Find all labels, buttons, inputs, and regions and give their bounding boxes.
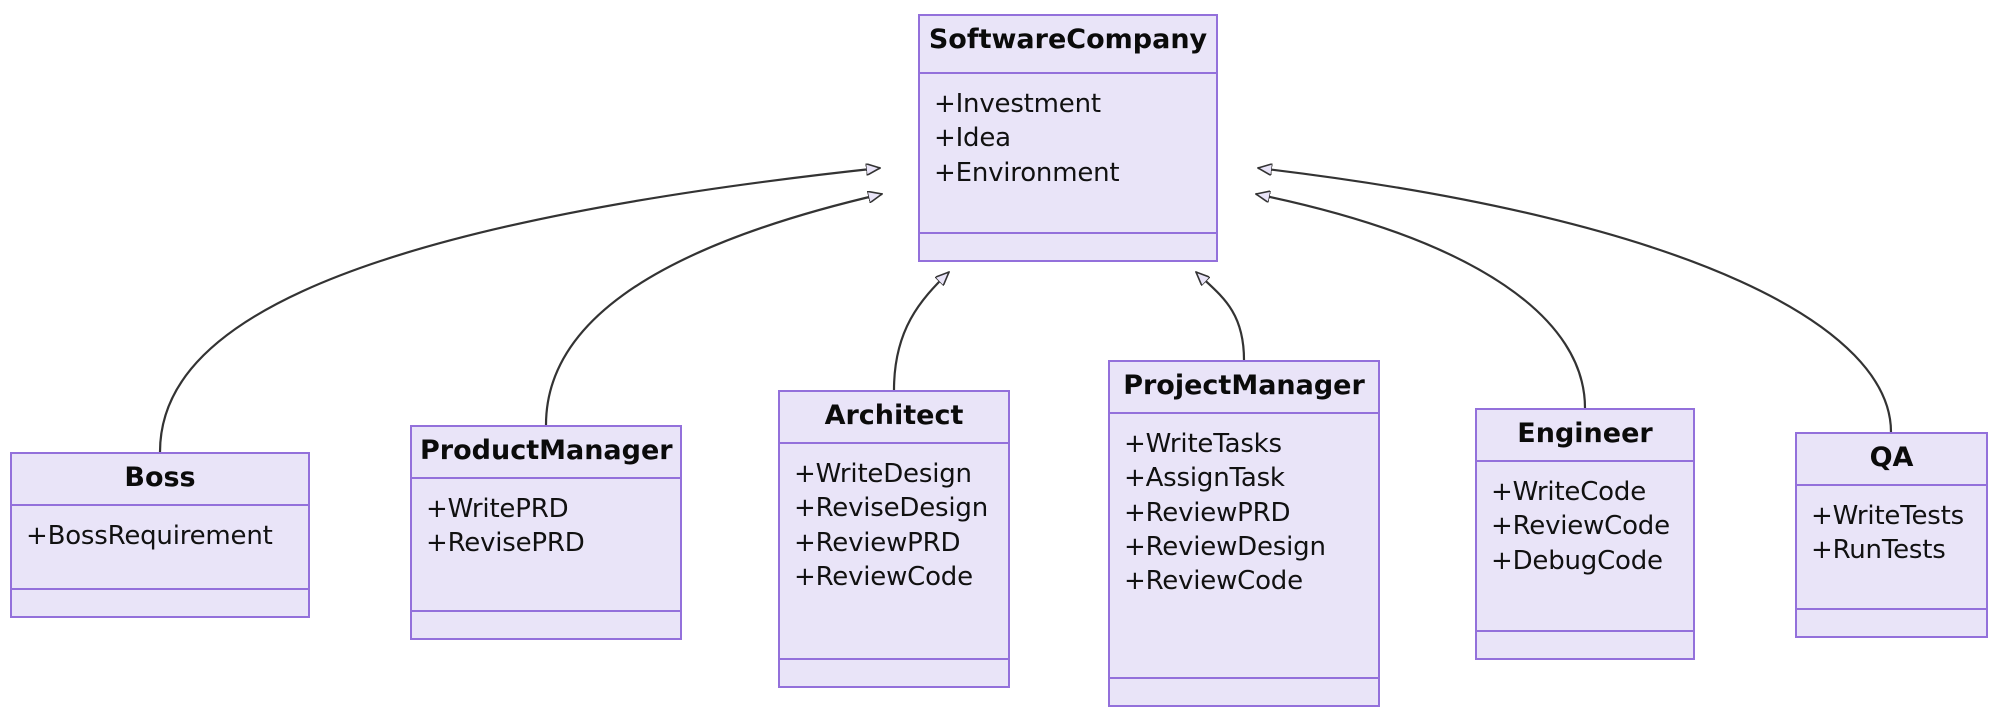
class-attribute: +DebugCode [1491, 545, 1663, 576]
class-attribute: +Environment [934, 157, 1120, 188]
class-attribute: +ReviewPRD [1124, 497, 1291, 528]
class-attribute: +RunTests [1811, 535, 1946, 566]
class-attributes-productmanager: +WritePRD +RevisePRD [412, 479, 680, 612]
class-attribute: +BossRequirement [26, 521, 273, 551]
class-box-engineer[interactable]: Engineer +WriteCode +ReviewCode+DebugCode [1475, 408, 1695, 660]
class-attribute: +WriteTests [1811, 501, 1964, 531]
class-attributes-boss: +BossRequirement [12, 506, 308, 590]
class-name-softwarecompany: SoftwareCompany [920, 16, 1216, 74]
class-methods-softwarecompany [920, 234, 1216, 260]
class-name-qa: QA [1797, 434, 1986, 486]
class-methods-projectmanager [1110, 679, 1378, 705]
class-attribute: +AssignTask [1124, 463, 1285, 494]
class-attributes-projectmanager: +WriteTasks +AssignTask+ReviewPRD+ReviewD… [1110, 414, 1378, 679]
class-box-boss[interactable]: Boss +BossRequirement [10, 452, 310, 618]
class-methods-boss [12, 590, 308, 616]
class-name-productmanager: ProductManager [412, 427, 680, 479]
class-box-qa[interactable]: QA +WriteTests +RunTests [1795, 432, 1988, 638]
class-name-boss: Boss [12, 454, 308, 506]
class-attribute: +ReviewCode [794, 561, 973, 592]
class-attribute: +Investment [934, 89, 1101, 119]
class-attribute: +WritePRD [426, 494, 569, 524]
class-box-architect[interactable]: Architect+WriteDesign+ReviseDesign+Revie… [778, 390, 1010, 688]
class-attribute: +RevisePRD [426, 528, 585, 559]
class-methods-architect [780, 660, 1008, 686]
class-name-projectmanager: ProjectManager [1110, 362, 1378, 414]
class-attribute: +ReviewPRD [794, 527, 961, 558]
class-box-softwarecompany[interactable]: SoftwareCompany +Investment +Idea+Environm… [918, 14, 1218, 262]
class-attributes-qa: +WriteTests +RunTests [1797, 486, 1986, 610]
class-attribute: +WriteTasks [1124, 429, 1282, 459]
class-attribute: +ReviewCode [1124, 566, 1303, 597]
class-attributes-engineer: +WriteCode +ReviewCode+DebugCode [1477, 462, 1693, 632]
class-attribute: +WriteDesign [794, 459, 972, 489]
class-attribute: +WriteCode [1491, 477, 1646, 507]
class-attribute: +ReviewDesign [1124, 531, 1326, 562]
generalization-edge-boss-to-softwarecompany [158, 168, 880, 453]
class-attribute: +Idea [934, 123, 1011, 154]
class-attributes-architect: +WriteDesign +ReviseDesign+ReviewPRD+Revi… [780, 444, 1008, 660]
class-name-architect: Architect [780, 392, 1008, 444]
class-box-projectmanager[interactable]: ProjectManager+WriteTasks+AssignTask+Rev… [1108, 360, 1380, 707]
class-attribute: +ReviseDesign [794, 493, 988, 524]
class-box-productmanager[interactable]: ProductManager +WritePRD +RevisePRD [410, 425, 682, 640]
class-methods-productmanager [412, 612, 680, 638]
generalization-edge-architect-to-softwarecompany [892, 272, 949, 391]
class-methods-engineer [1477, 632, 1693, 658]
class-methods-qa [1797, 610, 1986, 636]
generalization-edge-projectmanager-to-softwarecompany [1196, 272, 1246, 361]
class-name-engineer: Engineer [1477, 410, 1693, 462]
class-attributes-softwarecompany: +Investment +Idea+Environment [920, 74, 1216, 234]
class-attribute: +ReviewCode [1491, 511, 1670, 542]
